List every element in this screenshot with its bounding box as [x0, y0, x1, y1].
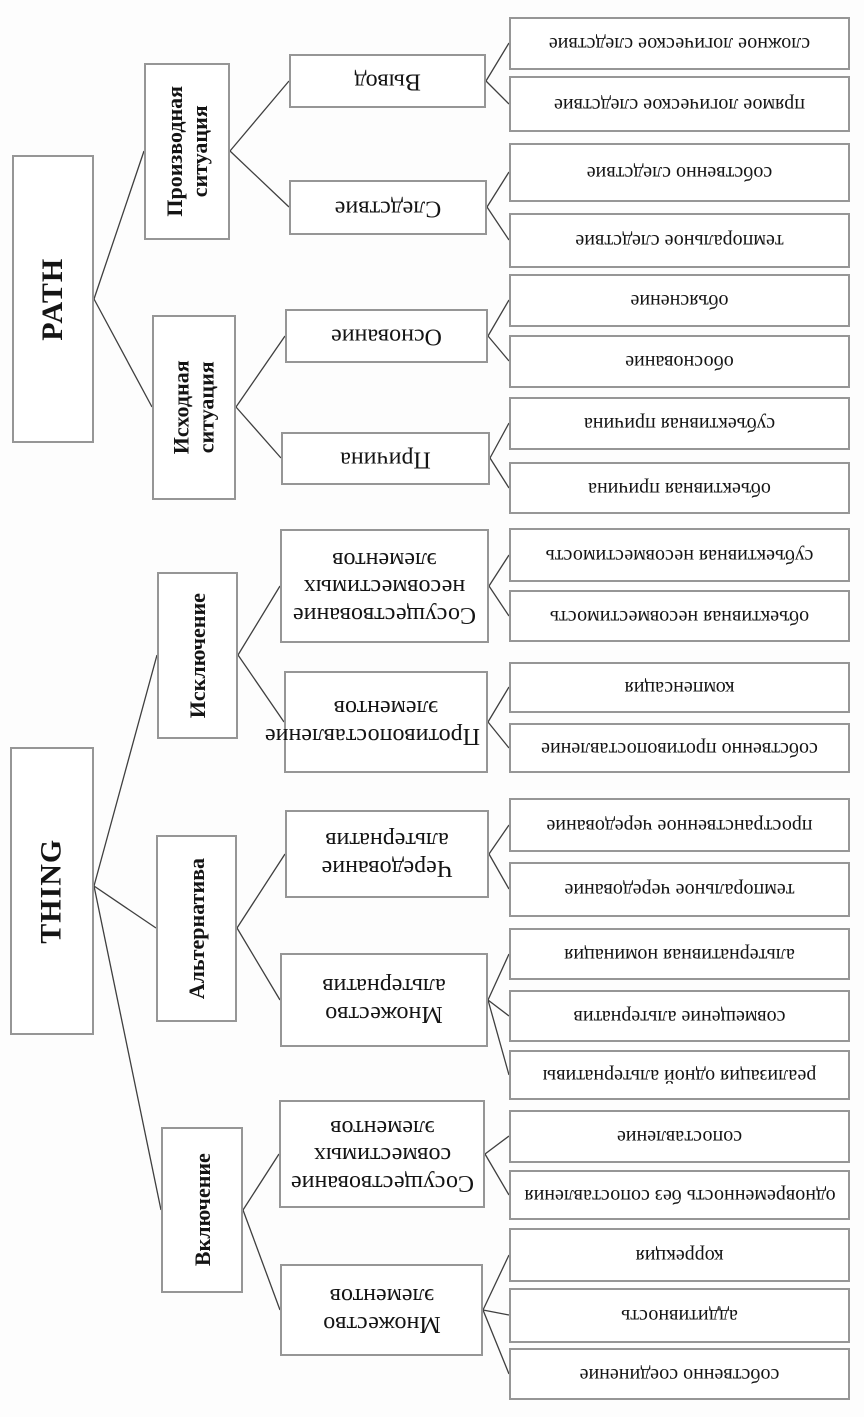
leaf-korrektsiya: коррекция: [509, 1228, 850, 1282]
tree-edge: [484, 1153, 510, 1196]
tree-edge: [235, 406, 282, 459]
tree-edge: [93, 150, 145, 300]
leaf-sobstvenno-soedinenie: собственно соединение: [509, 1348, 850, 1400]
leaf-pryamoe-logicheskoe-sledstvie: прямое логическое следствие: [509, 76, 850, 132]
node-alternativa: Альтернатива: [156, 835, 237, 1022]
node-iskhodnaya-situatsiya: Исходная ситуация: [152, 315, 236, 500]
node-mnozhestvo-alternativ: Множество альтернатив: [280, 953, 488, 1047]
leaf-additivnost: аддитивность: [509, 1288, 850, 1343]
leaf-sovmeschenie-alternativ: совмещение альтернатив: [509, 990, 850, 1042]
tree-edge: [486, 171, 510, 208]
tree-edge: [485, 42, 510, 82]
leaf-subektivnaya-prichina: субъективная причина: [509, 397, 850, 450]
node-sosuschestvovanie-sovmestimykh: Сосуществование совместимых элементов: [279, 1100, 485, 1208]
leaf-sobstvenno-sledstvie: собственно следствие: [509, 143, 850, 202]
node-osnovanie: Основание: [285, 309, 488, 363]
tree-edge: [229, 80, 290, 152]
node-prichina: Причина: [281, 432, 490, 485]
tree-edge: [489, 422, 510, 459]
tree-edge: [235, 335, 286, 408]
tree-edge: [488, 853, 510, 890]
tree-edge: [485, 80, 510, 105]
tree-edge: [484, 1135, 510, 1155]
node-path-root: PATH: [12, 155, 94, 443]
tree-edge: [242, 1209, 281, 1311]
tree-edge: [242, 1153, 280, 1211]
node-isklyuchenie: Исключение: [157, 572, 238, 739]
leaf-obektivnaya-nesovmestimost: объективная несовместимость: [509, 590, 850, 642]
tree-edge: [482, 1254, 510, 1311]
leaf-sopostavlenie: сопоставление: [509, 1110, 850, 1163]
leaf-obektivnaya-prichina: объективная причина: [509, 462, 850, 514]
tree-edge: [93, 885, 157, 929]
tree-edge: [482, 1309, 510, 1375]
leaf-odnovremennost-bez-sopostavleniya: одновременность без сопоставления: [509, 1170, 850, 1220]
node-sosuschestvovanie-nesovmestimykh: Сосуществование несовместимых элементов: [280, 529, 489, 643]
tree-edge: [237, 585, 281, 656]
leaf-realizatsiya-odnoy-alternativy: реализация одной альтернативы: [509, 1050, 850, 1100]
tree-edge: [93, 885, 162, 1211]
tree-edge: [487, 953, 510, 1001]
tree-edge: [482, 1309, 510, 1316]
tree-edge: [487, 999, 510, 1076]
tree-edge: [486, 206, 510, 241]
leaf-temporalnoe-cheredovanie: темпоральное чередование: [509, 862, 850, 917]
leaf-sobstvenno-protivopostavlenie: собственно противопоставление: [509, 723, 850, 773]
tree-edge: [487, 335, 510, 362]
node-protivopostavlenie-elementov: Противопоставление элементов: [265, 671, 488, 773]
node-vklyuchenie: Включение: [161, 1127, 243, 1293]
tree-edge: [487, 721, 510, 749]
tree-edge: [236, 853, 286, 929]
tree-edge: [93, 298, 153, 408]
tree-edge: [229, 150, 290, 208]
leaf-obosnovanie: обоснование: [509, 335, 850, 388]
node-vyvod: Вывод: [289, 54, 486, 108]
node-sledstvie: Следствие: [289, 180, 487, 235]
tree-edge: [236, 927, 281, 1001]
tree-edge: [487, 686, 510, 723]
tree-edge: [487, 999, 510, 1017]
node-thing-root: THING: [10, 747, 94, 1035]
leaf-obyasnenie: объяснение: [509, 274, 850, 327]
tree-edge: [487, 299, 510, 337]
node-cheredovanie-alternativ: Чередование альтернатив: [285, 810, 489, 898]
tree-edge: [488, 585, 510, 617]
tree-edge: [488, 824, 510, 855]
tree-edge: [237, 654, 285, 723]
leaf-kompensatsiya: компенсация: [509, 662, 850, 713]
node-mnozhestvo-elementov: Множество элементов: [280, 1264, 483, 1356]
leaf-temporalnoe-sledstvie: темпоральное следствие: [509, 213, 850, 268]
tree-edge: [93, 654, 158, 887]
leaf-subektivnaya-nesovmestimost: субъективная несовместимость: [509, 528, 850, 582]
leaf-alternativnaya-nominatsiya: альтернативная номинация: [509, 928, 850, 980]
leaf-slozhnoe-logicheskoe-sledstvie: сложное логическое следствие: [509, 17, 850, 70]
tree-edge: [488, 554, 510, 587]
tree-edge: [489, 457, 510, 489]
node-proizvodnaya-situatsiya: Производная ситуация: [144, 63, 230, 240]
leaf-prostranstvennoe-cheredovanie: пространственное чередование: [509, 798, 850, 852]
